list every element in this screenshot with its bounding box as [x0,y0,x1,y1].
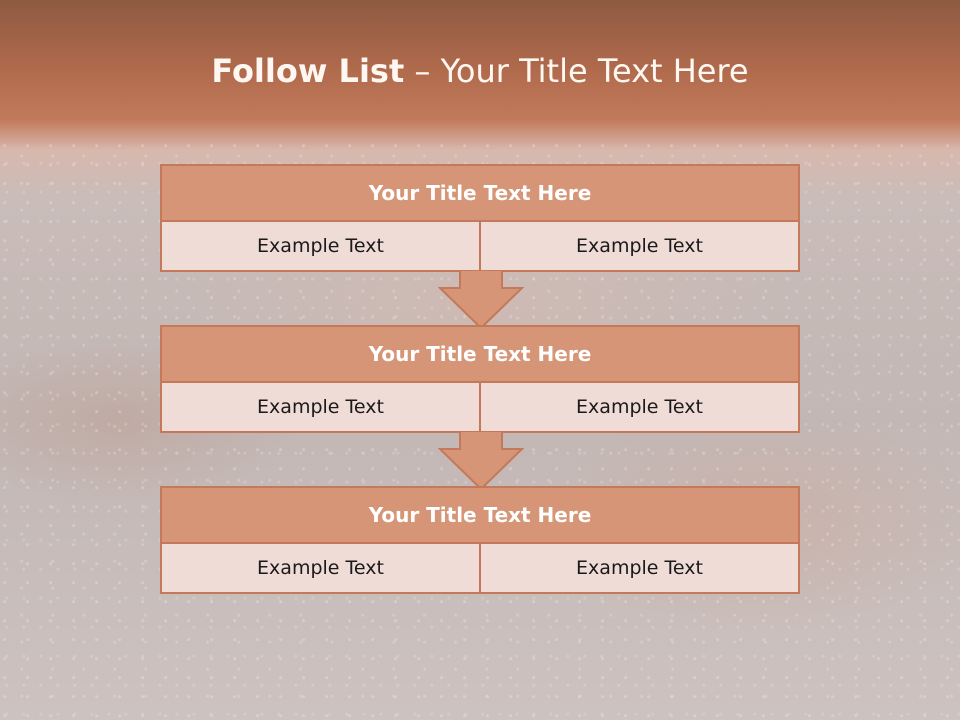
step-box-2: Your Title Text Here Example Text Exampl… [160,325,800,433]
step-cell-right: Example Text [479,383,798,431]
step-title: Your Title Text Here [162,488,798,544]
down-arrow-icon [438,431,524,491]
step-title: Your Title Text Here [162,327,798,383]
step-cell-left: Example Text [162,383,479,431]
slide-title-bold: Follow List [211,52,405,90]
step-cell-right: Example Text [479,222,798,270]
step-cell-right: Example Text [479,544,798,592]
step-box-3: Your Title Text Here Example Text Exampl… [160,486,800,594]
down-arrow-icon [438,270,524,330]
step-title: Your Title Text Here [162,166,798,222]
step-box-1: Your Title Text Here Example Text Exampl… [160,164,800,272]
slide-title: Follow List – Your Title Text Here [0,52,960,90]
step-cell-left: Example Text [162,222,479,270]
slide-title-rest: – Your Title Text Here [414,52,749,90]
step-cell-left: Example Text [162,544,479,592]
